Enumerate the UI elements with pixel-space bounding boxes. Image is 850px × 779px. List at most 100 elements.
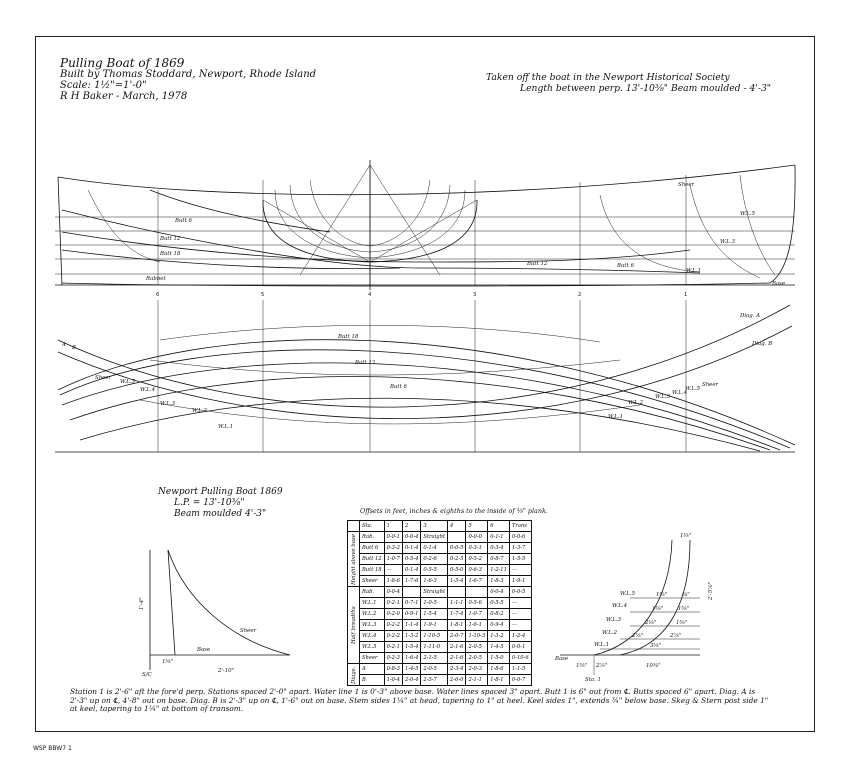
- transom-base-label: Base: [196, 647, 210, 653]
- table-cell: 1-8-6: [383, 575, 404, 587]
- table-cell: 0-1-4: [420, 542, 449, 554]
- stem-sta1: Sta. 1: [585, 677, 601, 683]
- row-label: A: [359, 663, 385, 675]
- table-cell: 1-3-2: [487, 630, 510, 642]
- table-cell: 0-0-6: [508, 531, 532, 543]
- table-cell: 1-9-1: [508, 575, 532, 587]
- label-butt12b: Butt 12: [526, 261, 548, 267]
- row-label: Butt 12: [359, 553, 385, 565]
- station-number: 2: [578, 292, 581, 298]
- plan-sheer: [57, 339, 796, 446]
- table-cell: 1-5-0: [487, 652, 510, 664]
- plan-wl2: [69, 376, 771, 451]
- table-cell: 0-1-4: [401, 564, 422, 576]
- plan-view: Diag. A Diag. B Butt 18 Butt 12 Butt 6 S…: [55, 300, 796, 453]
- label-wl5-plan: W.L.5: [120, 379, 136, 385]
- body-section: [309, 179, 371, 247]
- header-cell: 2: [401, 520, 422, 532]
- table-cell: 2-0-7: [447, 630, 467, 642]
- table-cell: 1-1-4: [401, 619, 422, 631]
- stem-r4: 1⅜": [678, 606, 689, 612]
- plan-diag-a: [57, 304, 791, 408]
- table-cell: 1-6-4: [401, 652, 422, 664]
- rabbet-line: [61, 282, 771, 287]
- table-cell: 2-1-6: [447, 641, 467, 653]
- table-cell: 0-0-0: [465, 531, 489, 543]
- table-cell: 2-6-0: [447, 674, 467, 686]
- title-block: Pulling Boat of 1869 Built by Thomas Sto…: [60, 57, 316, 102]
- stem-r3: 1⅜": [676, 620, 687, 626]
- table-cell: 0-1-4: [401, 542, 422, 554]
- header-cell: 6: [487, 520, 510, 532]
- table-cell: 2-1-1: [465, 674, 489, 686]
- label-wl1-plan: W.L.1: [218, 424, 233, 430]
- table-cell: 0-0-1: [383, 531, 404, 543]
- transom-bottom-label: 1⅜": [162, 659, 173, 665]
- body-section: [369, 179, 431, 247]
- offsets-group-label: Half breadths: [347, 586, 360, 664]
- label-butt18: Butt 18: [337, 334, 359, 340]
- transom-sc-label: S/C: [142, 672, 153, 678]
- table-cell: 0-2-1: [383, 597, 404, 609]
- header-cell: 1: [383, 520, 404, 532]
- table-cell: 0-3-2: [383, 542, 404, 554]
- dimensions-line: Length between perp. 13'-10⅜" Beam mould…: [520, 83, 772, 94]
- label-rabbet: Rabbet: [145, 276, 166, 282]
- plan-butt12: [149, 359, 621, 376]
- table-cell: 1-7-6: [401, 575, 422, 587]
- offsets-header-row: Sta. 1 2 3 4 5 6 Trans: [347, 520, 532, 532]
- buttock-upper: [149, 189, 331, 233]
- stem-profile: [769, 164, 796, 284]
- label-butt6: Butt 6: [389, 384, 407, 390]
- stem-l4: 1⅜": [652, 606, 663, 612]
- stem-r2: 2⅞": [669, 633, 681, 639]
- station-number: 3: [473, 292, 476, 298]
- table-cell: 1-5-5: [508, 553, 532, 565]
- row-label: Sheer: [359, 575, 385, 587]
- table-cell: 0-0-7: [508, 674, 532, 686]
- secondary-beam-line: Beam moulded 4'-3": [174, 509, 267, 519]
- plan-wl1: [79, 397, 761, 452]
- row-label: W.L.4: [359, 630, 385, 642]
- table-cell: 0-8-3: [383, 663, 404, 675]
- row-label: W.L.1: [359, 597, 385, 609]
- table-cell: 1-4-5: [487, 641, 510, 653]
- secondary-title: Newport Pulling Boat 1869 L.P. = 13'-10⅜…: [158, 487, 283, 520]
- transom-profile: [57, 176, 63, 286]
- table-cell: [447, 531, 467, 543]
- label-butt12: Butt 12: [159, 236, 181, 242]
- table-cell: 1-1-1: [447, 597, 467, 609]
- label-wl3: W.L.3: [720, 239, 736, 245]
- row-label: Rab.: [359, 586, 385, 598]
- transom-length-label: 2'-10": [217, 668, 234, 674]
- stem-wl5: W.L.5: [620, 591, 636, 597]
- table-cell: 1-6-3: [420, 575, 449, 587]
- label-wl1-fwd: W.L.1: [608, 414, 623, 420]
- table-cell: 1-1-5: [508, 663, 532, 675]
- construction-note: Station 1 is 2'-6" aft the fore'd perp. …: [70, 687, 769, 714]
- table-cell: 0-5-6: [465, 597, 489, 609]
- transom-expansion: 1'-4" 1⅜" 2'-10" S/C Sheer Base: [139, 549, 291, 678]
- stem-base-label: Base: [554, 656, 568, 662]
- table-cell: 1-0-5: [420, 597, 449, 609]
- table-cell: 0-7-1: [401, 597, 422, 609]
- label-diag-a: Diag. A: [739, 313, 760, 319]
- table-cell: 1-10-5: [420, 630, 449, 642]
- label-butt12: Butt 12: [354, 360, 376, 366]
- table-cell: 1-6-1: [465, 619, 489, 631]
- station-number: 4: [368, 292, 372, 298]
- table-cell: 2-0-5: [465, 652, 489, 664]
- row-label: B: [359, 674, 385, 686]
- station-number: 1: [684, 292, 687, 298]
- header-cell: Sta.: [359, 520, 385, 532]
- fwd-section: [599, 194, 701, 273]
- table-cell: 1-3-7: [508, 542, 532, 554]
- stem-wl1: W.L.1: [594, 642, 609, 648]
